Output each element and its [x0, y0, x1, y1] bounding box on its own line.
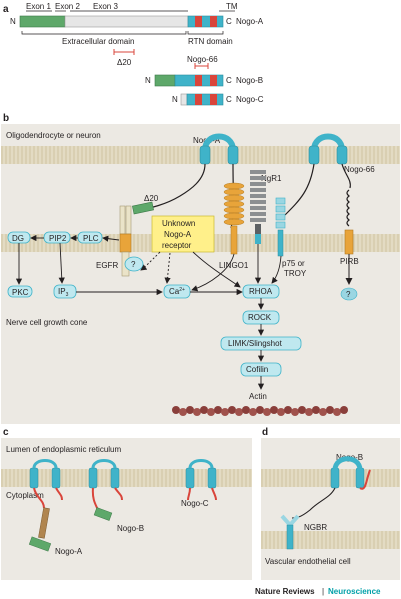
nogo-c-name: Nogo-C — [236, 95, 264, 104]
nogo-c-c: C — [226, 95, 232, 104]
troy-label: TROY — [284, 269, 307, 278]
lingo1-receptor — [223, 182, 245, 255]
pip2-node — [43, 231, 71, 244]
ngr1-receptor — [250, 170, 266, 244]
pkc-node — [7, 285, 33, 298]
nogo-b-n: N — [145, 76, 151, 85]
nogo-b-name: Nogo-B — [236, 76, 263, 85]
exon3-label: Exon 3 — [93, 2, 118, 11]
unknown-line1: Unknown — [162, 219, 195, 228]
ca-label: Ca2+ — [169, 287, 185, 296]
endothelial-membrane-bottom — [261, 531, 400, 549]
panel-b-bg — [1, 124, 400, 424]
ip3-node — [53, 284, 77, 299]
lumen-label: Lumen of endoplasmic reticulum — [6, 445, 122, 454]
pip2-label: PIP2 — [49, 234, 67, 243]
nogo-b-exon1-bar — [154, 74, 176, 87]
delta20-b-label: Δ20 — [144, 194, 159, 203]
pirb-receptor — [344, 229, 354, 255]
extracellular-label: Extracellular domain — [62, 37, 134, 46]
panel-a-letter: a — [3, 4, 9, 15]
dg-label: DG — [12, 234, 24, 243]
nogo-b-tm1 — [195, 75, 202, 86]
nogo-b-c: C — [226, 76, 232, 85]
nogo-b-d-loop — [332, 456, 363, 471]
nogo-a-exon3-bar — [64, 15, 189, 28]
journal-name: Nature Reviews — [255, 587, 315, 596]
panel-d-bg — [261, 438, 400, 580]
panel-b: b Oligodendrocyte or neuron Nogo-A Δ20 N… — [1, 113, 400, 424]
delta20-label: Δ20 — [117, 58, 132, 67]
pirb-label: PIRB — [340, 257, 359, 266]
nogo-a-name: Nogo-A — [236, 17, 264, 26]
panel-a: a Exon 1 Exon 2 Exon 3 TM N C Nogo-A Ext… — [3, 2, 264, 106]
unknown-line3: receptor — [162, 241, 192, 250]
cofilin-label: Cofilin — [246, 365, 268, 374]
pirb-question-oval — [340, 287, 358, 301]
egfr-label: EGFR — [96, 261, 118, 270]
nogo-c-rtn-bar — [186, 93, 224, 106]
ngbr-receptor — [286, 524, 294, 550]
nogo-a-tm1 — [195, 16, 202, 27]
pirb-coil — [346, 189, 350, 227]
oligodendrocyte-label: Oligodendrocyte or neuron — [6, 131, 101, 140]
panel-b-letter: b — [3, 113, 9, 124]
nogo-a-exon1-bar — [19, 15, 66, 28]
panel-d: d Nogo-B NGBR Vascular endothelial cell — [261, 427, 400, 580]
section-name: Neuroscience — [328, 587, 381, 596]
tm-label: TM — [226, 2, 238, 11]
actin-label: Actin — [249, 392, 267, 401]
nogo-a-n: N — [10, 17, 16, 26]
nogo-c-n: N — [172, 95, 178, 104]
ca-node — [163, 284, 191, 299]
rhoa-label: RHOA — [249, 287, 273, 296]
growth-cone-label: Nerve cell growth cone — [6, 318, 88, 327]
actin-filament — [172, 406, 348, 416]
nogo-c-tm1 — [195, 94, 202, 105]
exon1-label: Exon 1 — [26, 2, 51, 11]
nogo-c-exon-bar — [180, 93, 188, 106]
lingo1-label: LINGO1 — [219, 261, 249, 270]
footer: Nature Reviews | Neuroscience — [255, 587, 381, 596]
unknown-receptor-box — [151, 215, 215, 253]
rock-label: ROCK — [248, 313, 272, 322]
cytoplasm-label: Cytoplasm — [6, 491, 44, 500]
endothelial-label: Vascular endothelial cell — [265, 557, 351, 566]
nogo66-b-label: Nogo-66 — [344, 165, 375, 174]
endothelial-membrane-top — [261, 469, 400, 487]
ip3-label: IP3 — [58, 287, 69, 298]
footer-separator: | — [322, 587, 324, 596]
nogo-c-c-label: Nogo-C — [181, 499, 209, 508]
ngbr-label: NGBR — [304, 523, 327, 532]
panel-c-letter: c — [3, 427, 9, 438]
pkc-label: PKC — [12, 288, 29, 297]
plc-node — [77, 231, 103, 244]
ngr1-label: NgR1 — [261, 174, 282, 183]
panel-c: c Lumen of endoplasmic reticulum Cytopla… — [1, 427, 252, 580]
egfr-question-oval — [124, 256, 144, 272]
egfr-question: ? — [131, 260, 136, 269]
plc-label: PLC — [83, 234, 99, 243]
nogo-c-tm2 — [210, 94, 217, 105]
nogo-b-c-label: Nogo-B — [117, 524, 144, 533]
unknown-line2: Nogo-A — [164, 230, 192, 239]
rtn-label: RTN domain — [188, 37, 233, 46]
p75-troy-receptor — [275, 197, 286, 257]
nogo66-label: Nogo-66 — [187, 55, 218, 64]
nogo-a-c-label: Nogo-A — [55, 547, 83, 556]
nogo-a-rtn-bar — [187, 15, 224, 28]
panel-d-letter: d — [262, 427, 268, 438]
panel-c-bg — [1, 438, 252, 580]
p75-label: p75 or — [282, 259, 305, 268]
nogo-a-tm2 — [210, 16, 217, 27]
pirb-question: ? — [346, 290, 351, 299]
exon2-label: Exon 2 — [55, 2, 80, 11]
delta20-fragment — [132, 201, 154, 215]
nogo-b-tm2 — [210, 75, 217, 86]
limk-label: LIMK/Slingshot — [228, 339, 283, 348]
nogo-a-c: C — [226, 17, 232, 26]
